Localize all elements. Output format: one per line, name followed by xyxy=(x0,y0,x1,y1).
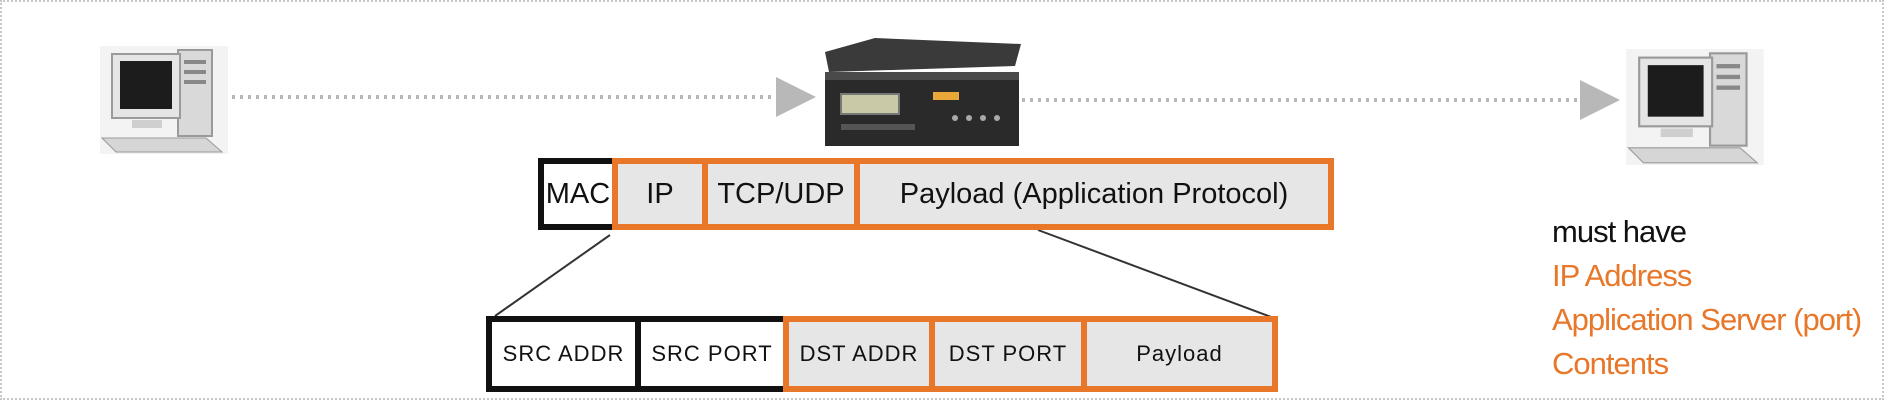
desktop-computer-icon xyxy=(100,46,228,154)
requirements-heading: must have xyxy=(1552,214,1687,249)
desktop-computer-icon xyxy=(1626,49,1764,165)
requirements-list: must have IP Address Application Server … xyxy=(1552,210,1862,386)
requirement-application-server-port: Application Server (port) xyxy=(1552,302,1862,337)
zoom-line-left xyxy=(494,234,611,317)
expanded-header-row: SRC ADDR SRC PORT DST ADDR DST PORT Payl… xyxy=(486,316,1278,392)
packet-field-ip: IP xyxy=(612,158,708,230)
network-appliance-icon xyxy=(825,38,1021,146)
requirement-ip-address: IP Address xyxy=(1552,258,1692,293)
expanded-field-dst-addr: DST ADDR xyxy=(783,316,935,392)
packet-field-payload: Payload (Application Protocol) xyxy=(854,158,1334,230)
packet-header-row: MAC IP TCP/UDP Payload (Application Prot… xyxy=(538,158,1334,230)
zoom-line-right xyxy=(1037,229,1275,319)
expanded-field-src-port: SRC PORT xyxy=(635,316,789,392)
expanded-field-payload: Payload xyxy=(1081,316,1278,392)
expanded-field-dst-port: DST PORT xyxy=(929,316,1087,392)
packet-field-mac: MAC xyxy=(538,158,618,230)
expanded-field-src-addr: SRC ADDR xyxy=(486,316,641,392)
packet-field-tcp-udp: TCP/UDP xyxy=(702,158,860,230)
requirement-contents: Contents xyxy=(1552,346,1669,381)
